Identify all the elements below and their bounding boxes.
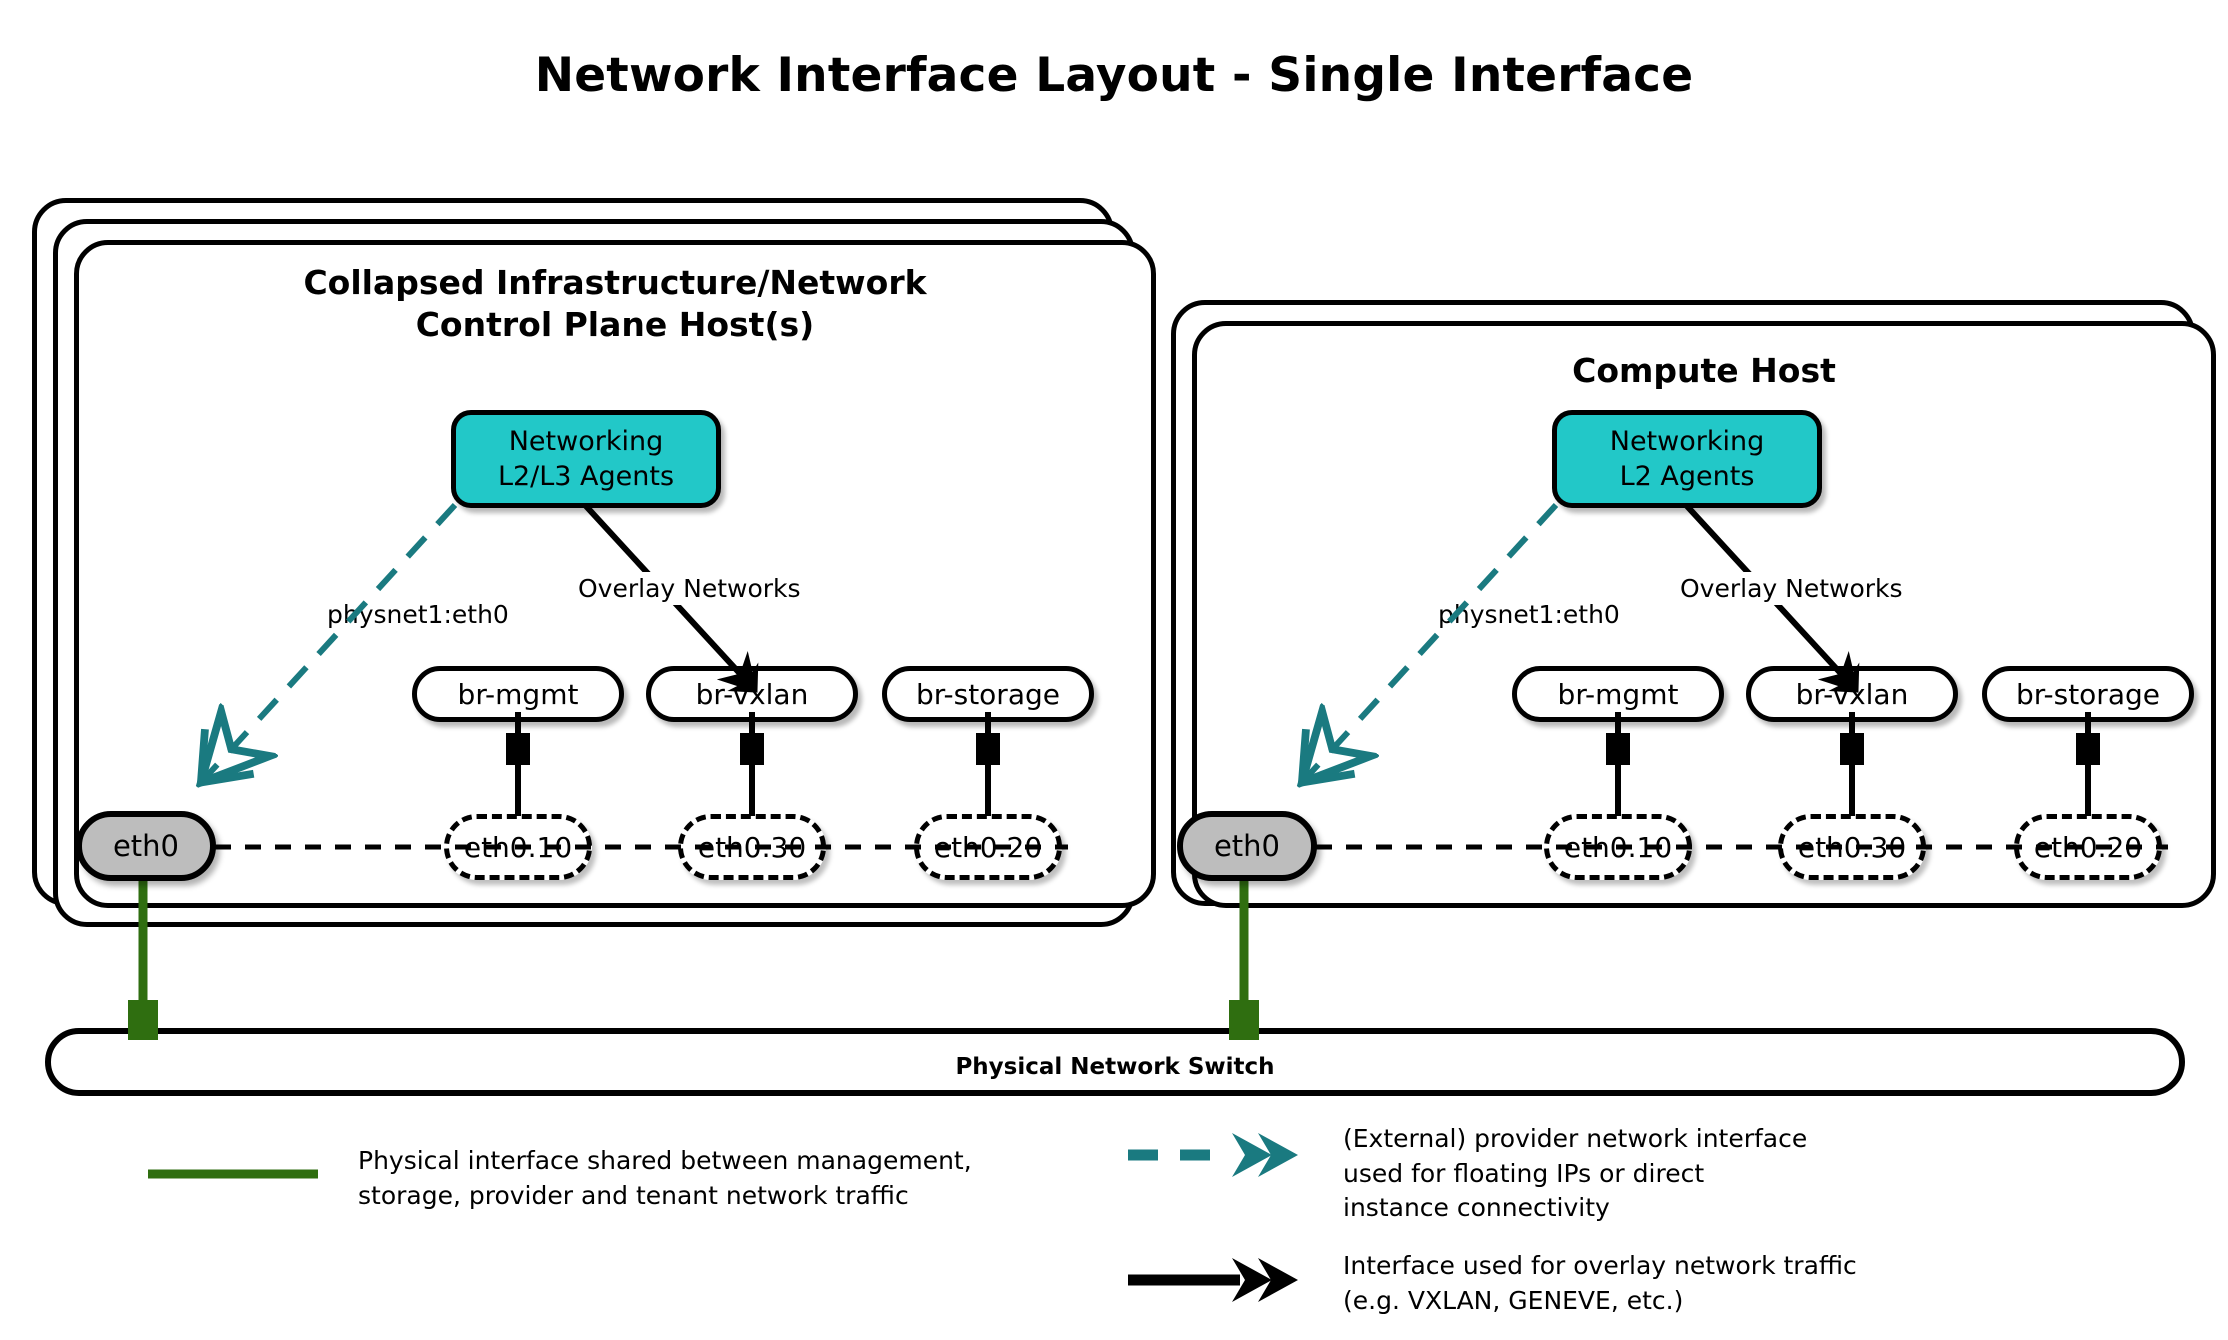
control-agent-line1: Networking	[508, 425, 664, 457]
compute-agent-line1: Networking	[1609, 425, 1765, 457]
compute-bridge-br-storage[interactable]: br-storage	[1982, 666, 2194, 722]
control-networking-agents[interactable]: Networking L2/L3 Agents	[451, 410, 721, 508]
control-nic-eth0[interactable]: eth0	[76, 811, 216, 881]
page-title: Network Interface Layout - Single Interf…	[534, 48, 1694, 103]
physical-network-switch[interactable]: Physical Network Switch	[45, 1028, 2185, 1096]
compute-host-title-line1: Compute Host	[1572, 351, 1836, 390]
control-agent-line2: L2/L3 Agents	[497, 461, 675, 492]
control-host-title-line2: Control Plane Host(s)	[415, 305, 815, 345]
legend-physical-text: Physical interface shared between manage…	[358, 1146, 972, 1210]
control-host-title: Collapsed Infrastructure/Network Control…	[74, 262, 1156, 346]
compute-host-title: Compute Host	[1192, 350, 2216, 392]
legend-provider-text: (External) provider network interface us…	[1343, 1124, 1808, 1222]
compute-agent-line2: L2 Agents	[1619, 461, 1755, 492]
compute-overlay-label: Overlay Networks	[1676, 572, 1907, 605]
control-overlay-label: Overlay Networks	[574, 572, 805, 605]
control-host-title-line1: Collapsed Infrastructure/Network	[303, 263, 927, 302]
legend-overlay-text: Interface used for overlay network traff…	[1343, 1251, 1857, 1315]
physical-network-switch-label: Physical Network Switch	[955, 1054, 1275, 1080]
compute-nic-eth0[interactable]: eth0	[1177, 811, 1317, 881]
